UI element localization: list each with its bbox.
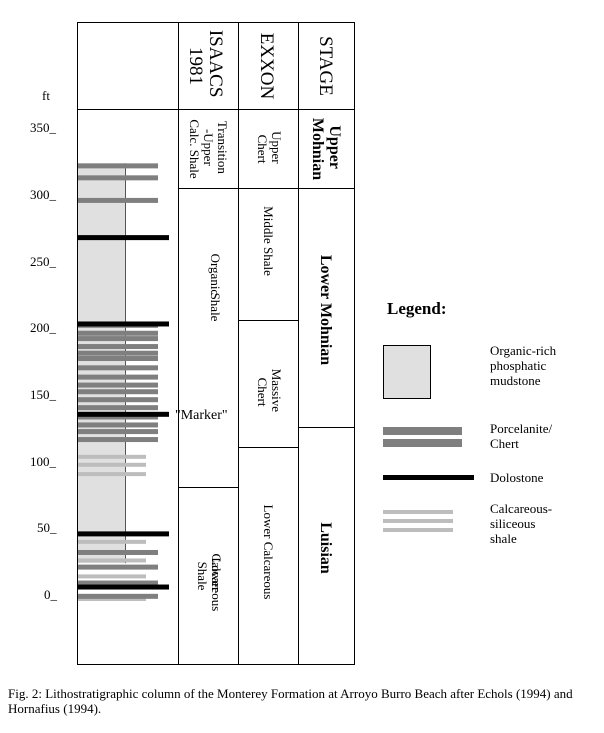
stage-unit-luisian: Luisian	[317, 522, 334, 574]
y-tick-350: 350_	[30, 120, 57, 135]
exxon-unit-massive-chert: Massive Chert	[255, 369, 284, 416]
y-tick-300: 300_	[30, 187, 57, 202]
marker-label: "Marker"	[175, 408, 228, 423]
porcelanite-bed	[78, 197, 158, 203]
legend-title: Legend:	[387, 299, 447, 318]
mudstone-interval	[78, 163, 125, 564]
calc-siliceous-bed	[78, 472, 146, 477]
porcelanite-bed	[78, 405, 158, 411]
dolostone-bed	[78, 531, 169, 537]
dolostone-bed	[78, 235, 169, 241]
exxon-unit-lower-calcareous: Lower Calcareous	[261, 505, 276, 600]
legend-swatch-porcelanite	[383, 427, 462, 447]
calc-siliceous-bed	[78, 454, 146, 459]
legend-label-dolostone: Dolostone	[490, 470, 544, 485]
stage-unit-upper-mohnian: Upper Mohnian	[309, 118, 343, 180]
y-tick-0: 0_	[44, 587, 58, 602]
column-headers: ISAACS 1981 EXXON STAGE	[185, 30, 336, 102]
porcelanite-bed	[78, 344, 158, 350]
isaacs-unit-transition: Transition -Upper Calc. Shale	[187, 119, 230, 178]
stage-header: STAGE	[315, 36, 336, 96]
legend-swatch-calc-siliceous	[383, 510, 453, 532]
lithology-column	[78, 163, 169, 601]
y-axis-unit: ft	[42, 88, 50, 103]
isaacs-units: Transition -Upper Calc. Shale Organic Sh…	[175, 119, 230, 614]
calc-siliceous-bed	[78, 558, 146, 563]
porcelanite-bed	[78, 422, 158, 428]
calc-siliceous-bed	[78, 539, 146, 544]
porcelanite-bed	[78, 330, 158, 336]
porcelanite-bed	[78, 356, 158, 362]
y-axis: ft 350_ 300_ 250_ 200_ 150_ 100_ 50_ 0_	[30, 88, 58, 602]
porcelanite-bed	[78, 350, 158, 356]
legend: Legend: Organic-rich phosphatic mudstone…	[383, 299, 559, 546]
porcelanite-bed	[78, 382, 158, 388]
stage-units: Upper Mohnian Lower Mohnian Luisian	[309, 118, 343, 574]
porcelanite-bed	[78, 549, 158, 555]
porcelanite-bed	[78, 365, 158, 371]
exxon-unit-middle-shale: Middle Shale	[261, 206, 276, 276]
calc-siliceous-bed	[78, 574, 146, 579]
legend-label-mudstone: Organic-rich phosphatic mudstone	[490, 343, 559, 388]
isaacs-unit-lower-calcareous: Lower Calcareous Shale	[195, 553, 224, 614]
porcelanite-bed	[78, 397, 158, 403]
column-outline	[77, 22, 355, 665]
dolostone-bed	[78, 411, 169, 417]
calc-siliceous-bed	[78, 462, 146, 467]
exxon-units: Upper Chert Middle Shale Massive Chert L…	[255, 131, 284, 599]
y-tick-250: 250_	[30, 254, 57, 269]
isaacs-header: ISAACS 1981	[185, 30, 226, 102]
legend-swatch-mudstone	[383, 345, 431, 399]
porcelanite-bed	[78, 437, 158, 443]
porcelanite-bed	[78, 564, 158, 570]
stage-unit-lower-mohnian: Lower Mohnian	[317, 255, 334, 365]
legend-swatch-dolostone	[383, 475, 474, 480]
porcelanite-bed	[78, 414, 158, 420]
y-tick-50: 50_	[37, 520, 57, 535]
porcelanite-bed	[78, 593, 158, 599]
y-tick-150: 150_	[30, 387, 57, 402]
porcelanite-bed	[78, 389, 158, 395]
porcelanite-bed	[78, 336, 158, 342]
porcelanite-bed	[78, 374, 158, 380]
exxon-unit-upper-chert: Upper Chert	[255, 131, 284, 167]
y-tick-200: 200_	[30, 320, 57, 335]
exxon-header: EXXON	[256, 33, 277, 100]
dolostone-bed	[78, 584, 169, 590]
porcelanite-bed	[78, 175, 158, 181]
calc-siliceous-bed	[78, 596, 146, 601]
porcelanite-bed	[78, 429, 158, 435]
legend-label-calc-siliceous: Calcareous- siliceous shale	[490, 501, 555, 546]
porcelanite-bed	[78, 163, 158, 169]
porcelanite-bed	[78, 580, 158, 586]
isaacs-unit-organic-shale: Organic Shale	[208, 254, 223, 322]
figure-caption: Fig. 2: Lithostratigraphic column of the…	[8, 686, 573, 716]
column-frame	[77, 22, 355, 665]
legend-label-porcelanite: Porcelanite/ Chert	[490, 421, 555, 451]
dolostone-bed	[78, 321, 169, 327]
y-tick-100: 100_	[30, 454, 57, 469]
